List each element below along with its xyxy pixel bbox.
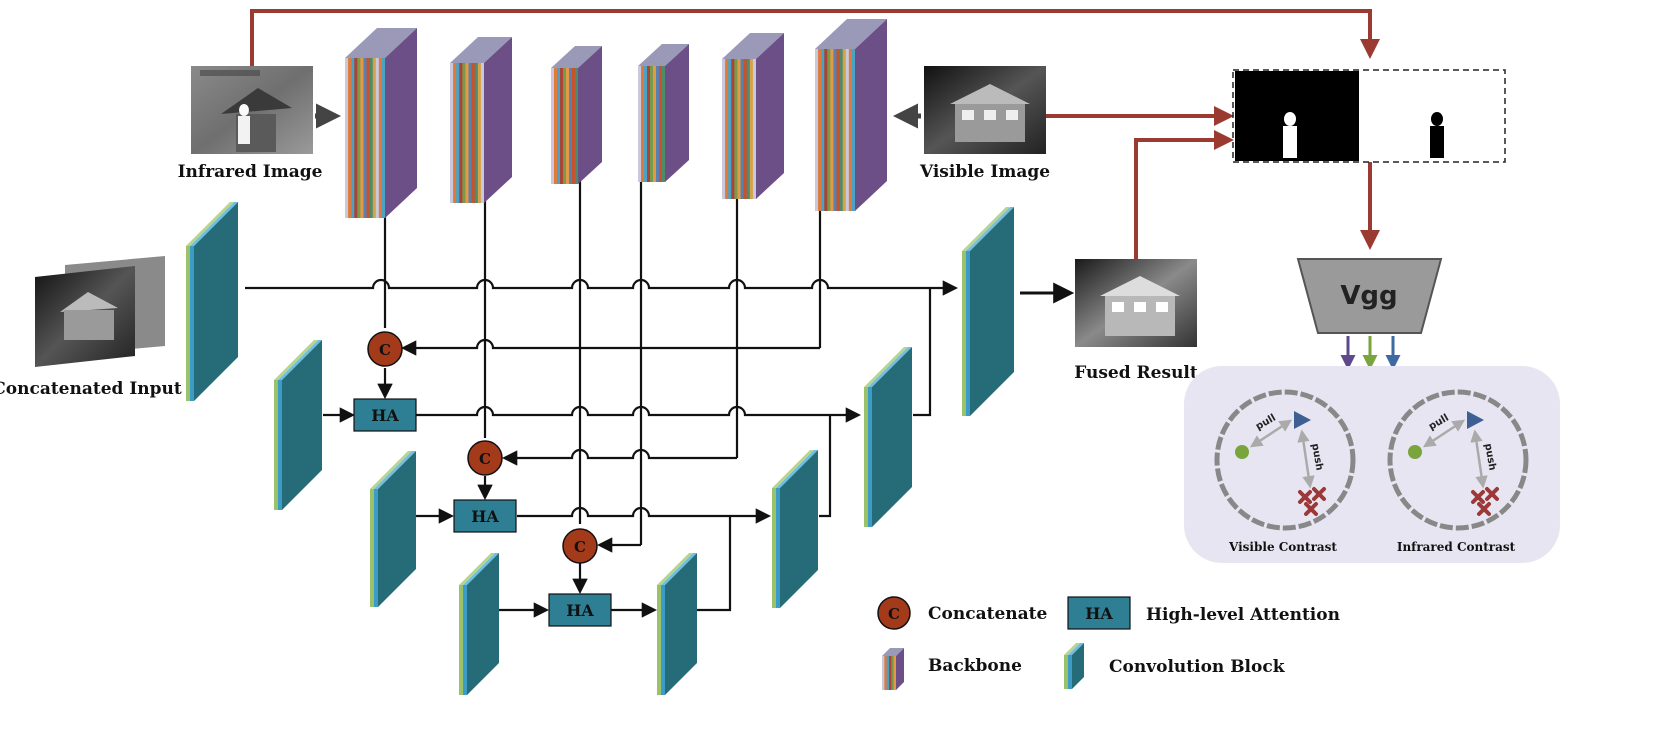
concat-node-2: C: [467, 440, 503, 476]
backbone-stage-4: [638, 44, 689, 182]
positive-triangle: [1294, 411, 1311, 429]
vgg-label: Vgg: [1340, 281, 1397, 311]
vgg-feature-arrows: [1340, 336, 1401, 370]
legend-high-level-attention-label: High-level Attention: [1146, 605, 1340, 625]
legend: C Concatenate HA High-level Attention Ba…: [877, 596, 1340, 690]
visible-image: [924, 66, 1046, 154]
push-label: push: [1482, 443, 1498, 472]
conv-block-decoder-4: [657, 553, 697, 695]
legend-backbone-icon: [882, 648, 904, 690]
conv-block-decoder-1: [962, 207, 1014, 416]
conv-block-decoder-3: [772, 450, 818, 608]
concat-node-1: C: [367, 331, 403, 367]
svg-text:HA: HA: [1085, 604, 1113, 623]
negative-crosses: [1471, 487, 1499, 516]
legend-convolution-block-label: Convolution Block: [1109, 657, 1286, 677]
infrared-contrast-label: Infrared Contrast: [1397, 540, 1516, 554]
positive-triangle: [1467, 411, 1484, 429]
fused-to-mask-arrow: [1134, 130, 1234, 262]
anchor-dot: [1408, 445, 1422, 459]
legend-concatenate: C Concatenate: [877, 596, 1047, 630]
conv-block-encoder-3: [370, 451, 416, 607]
concatenated-input-label: Concatenated Input: [0, 379, 182, 399]
anchor-dot: [1235, 445, 1249, 459]
legend-convolution-block: Convolution Block: [1064, 643, 1286, 689]
legend-backbone: Backbone: [882, 648, 1022, 690]
backbone-stage-3: [551, 46, 602, 184]
visible-contrast-diagram: pull push Visible Contrast: [1214, 389, 1356, 554]
vgg-network: Vgg: [1296, 258, 1443, 334]
negative-crosses: [1298, 487, 1326, 516]
visible-contrast-label: Visible Contrast: [1228, 540, 1337, 554]
svg-text:C: C: [888, 605, 900, 623]
backbone-stage-1: [345, 28, 417, 218]
svg-text:HA: HA: [471, 507, 499, 526]
ha-block-1: HA: [353, 398, 417, 432]
legend-concatenate-label: Concatenate: [928, 604, 1047, 624]
salient-mask-pair: [1232, 69, 1506, 163]
concatenated-input-image: [35, 256, 165, 367]
legend-high-level-attention: HA High-level Attention: [1067, 596, 1340, 630]
svg-text:HA: HA: [566, 601, 594, 620]
contrast-panel: [1184, 366, 1560, 563]
svg-text:C: C: [574, 538, 586, 556]
ha-block-2: HA: [453, 499, 517, 533]
svg-text:C: C: [479, 450, 491, 468]
push-label: push: [1309, 443, 1325, 472]
fused-result-image: [1075, 259, 1197, 347]
fused-result-label: Fused Result: [1074, 363, 1198, 383]
svg-text:HA: HA: [371, 406, 399, 425]
svg-text:C: C: [379, 341, 391, 359]
conv-block-encoder-1: [186, 202, 238, 401]
conv-block-encoder-2: [274, 340, 322, 510]
backbone-stage-5: [722, 33, 784, 199]
backbone-stage-6: [815, 19, 887, 211]
backbone-stage-2: [450, 37, 512, 203]
legend-convolution-block-icon: [1064, 643, 1084, 689]
conv-block-decoder-2: [864, 347, 912, 527]
connector-lines: [245, 160, 1075, 618]
ha-block-3: HA: [548, 593, 612, 627]
conv-block-encoder-4: [459, 553, 499, 695]
infrared-to-mask-arrow: [250, 9, 1380, 68]
concat-node-3: C: [562, 528, 598, 564]
infrared-image-label: Infrared Image: [178, 162, 323, 182]
legend-backbone-label: Backbone: [928, 656, 1022, 676]
visible-image-label: Visible Image: [919, 162, 1050, 182]
infrared-image: [191, 66, 313, 154]
